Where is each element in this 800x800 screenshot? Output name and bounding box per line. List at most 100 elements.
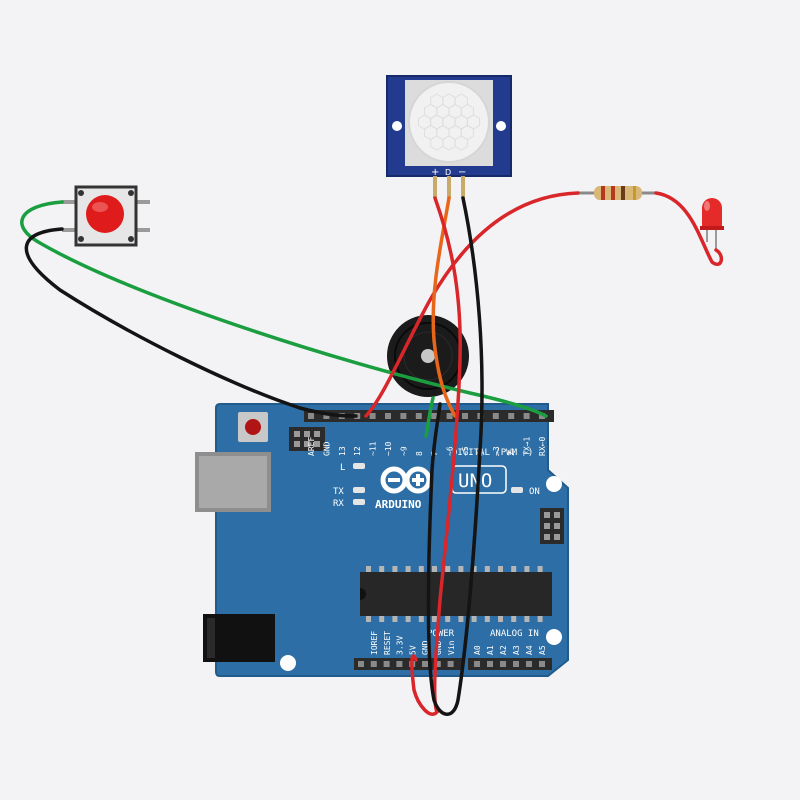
power-pin-label: GND: [421, 640, 430, 655]
power-pin-slot[interactable]: [370, 661, 377, 667]
chip-pin: [511, 616, 517, 622]
power-pin-label: GND: [434, 640, 443, 655]
wire-green-button-signal[interactable]: [20, 200, 548, 418]
digital-pin-slot[interactable]: [492, 413, 499, 419]
digital-label: DIGITAL (PWM ~): [452, 448, 533, 458]
analog-pin-label: A2: [499, 645, 508, 655]
chip-pin: [458, 616, 464, 622]
chip-pin: [418, 566, 424, 572]
digital-pin-slot[interactable]: [369, 413, 376, 419]
analog-pin-slot[interactable]: [500, 661, 506, 667]
digital-pin-slot[interactable]: [462, 413, 468, 419]
digital-pin-slot[interactable]: [415, 413, 422, 419]
chip-pin: [418, 616, 424, 622]
svg-text:L: L: [340, 463, 345, 473]
power-pin-slot[interactable]: [447, 661, 454, 667]
digital-pin-slot[interactable]: [431, 413, 438, 419]
wire-red-led-resistor[interactable]: [654, 191, 724, 266]
digital-pin-slot[interactable]: [446, 413, 453, 419]
chip-pin: [471, 616, 477, 622]
l-led: L: [340, 463, 365, 473]
chip-pin: [471, 566, 477, 572]
digital-pin-label: ~5: [461, 446, 470, 456]
mounting-hole: [546, 629, 562, 645]
chip-pin: [366, 566, 371, 572]
analog-pin-label: A5: [538, 645, 547, 655]
wire-black-pir-gnd[interactable]: [426, 196, 484, 716]
digital-pin-label: ~3: [492, 446, 501, 456]
digital-pin-label: TX→1: [523, 437, 532, 456]
digital-pin-slot[interactable]: [523, 413, 530, 419]
chip-pin: [432, 566, 437, 572]
arduino-brand: ARDUINO: [375, 498, 422, 511]
pir-dome: [408, 81, 490, 163]
pir-facet: [454, 135, 468, 151]
digital-pin-slot[interactable]: [508, 413, 515, 419]
wire-green-buzzer[interactable]: [424, 396, 435, 438]
chip-pin: [498, 566, 503, 572]
digital-pin-label: ~11: [369, 441, 378, 456]
wires[interactable]: [20, 191, 724, 716]
analog-pin-label: A1: [486, 645, 495, 655]
digital-pin-label: 8: [415, 451, 424, 456]
chip-pin: [524, 566, 530, 572]
chip-pin: [498, 616, 503, 622]
power-pin-label: 5V: [408, 645, 417, 655]
analog-pin-label: A3: [512, 645, 521, 655]
svg-text:ON: ON: [529, 487, 540, 497]
power-pin-slot[interactable]: [434, 661, 441, 667]
chip-pin: [484, 566, 490, 572]
power-pin-slot[interactable]: [383, 661, 390, 667]
power-header[interactable]: [354, 658, 462, 670]
chip-pin: [537, 616, 543, 622]
analog-pin-slot[interactable]: [474, 661, 480, 667]
pir-mount-hole: [496, 121, 506, 131]
power-pin-slot[interactable]: [396, 661, 403, 667]
svg-text:TX: TX: [333, 487, 344, 497]
arduino-logo: ARDUINO: [375, 466, 432, 511]
push-button[interactable]: [62, 185, 150, 247]
digital-pin-label: ~9: [399, 446, 408, 456]
atmega-chip: [360, 566, 552, 622]
chip-pin: [524, 616, 530, 622]
chip-pin: [511, 566, 517, 572]
icsp-header-top: [289, 427, 325, 451]
analog-pin-slot[interactable]: [539, 661, 545, 667]
analog-pin-slot[interactable]: [526, 661, 532, 667]
power-pin-slot[interactable]: [358, 661, 364, 667]
resistor[interactable]: [578, 186, 656, 200]
pir-motion-sensor[interactable]: + D −: [386, 75, 512, 198]
chip-pin: [379, 616, 385, 622]
power-pin-slot[interactable]: [422, 661, 428, 667]
led[interactable]: [700, 198, 724, 250]
button-cap[interactable]: [86, 195, 124, 233]
digital-pin-label: GND: [322, 441, 331, 456]
power-pin-label: 3.3V: [396, 636, 405, 655]
power-pin-label: Vin: [447, 640, 456, 655]
pir-pin-plus: +: [431, 167, 439, 178]
chip-pin: [379, 566, 385, 572]
wire-red-pir-power[interactable]: [410, 196, 462, 716]
analog-header[interactable]: [468, 658, 552, 670]
chip-pin: [445, 616, 451, 622]
digital-pin-slot[interactable]: [323, 413, 330, 419]
analog-pin-slot[interactable]: [487, 661, 493, 667]
digital-pin-slot[interactable]: [308, 413, 314, 419]
chip-pin: [458, 566, 464, 572]
digital-pin-label: 13: [338, 446, 347, 456]
digital-pin-slot[interactable]: [539, 413, 545, 419]
chip-pin: [405, 566, 411, 572]
chip-pin: [405, 616, 411, 622]
reset-button[interactable]: [238, 412, 268, 442]
wire-orange-pir-data[interactable]: [431, 196, 457, 418]
analog-pin-slot[interactable]: [513, 661, 519, 667]
power-pin-label: RESET: [383, 631, 392, 655]
digital-pin-slot[interactable]: [400, 413, 407, 419]
chip-pin: [537, 566, 543, 572]
power-pin-label: IOREF: [370, 631, 379, 655]
digital-pin-slot[interactable]: [385, 413, 391, 419]
wire-black-button-gnd[interactable]: [24, 227, 358, 418]
